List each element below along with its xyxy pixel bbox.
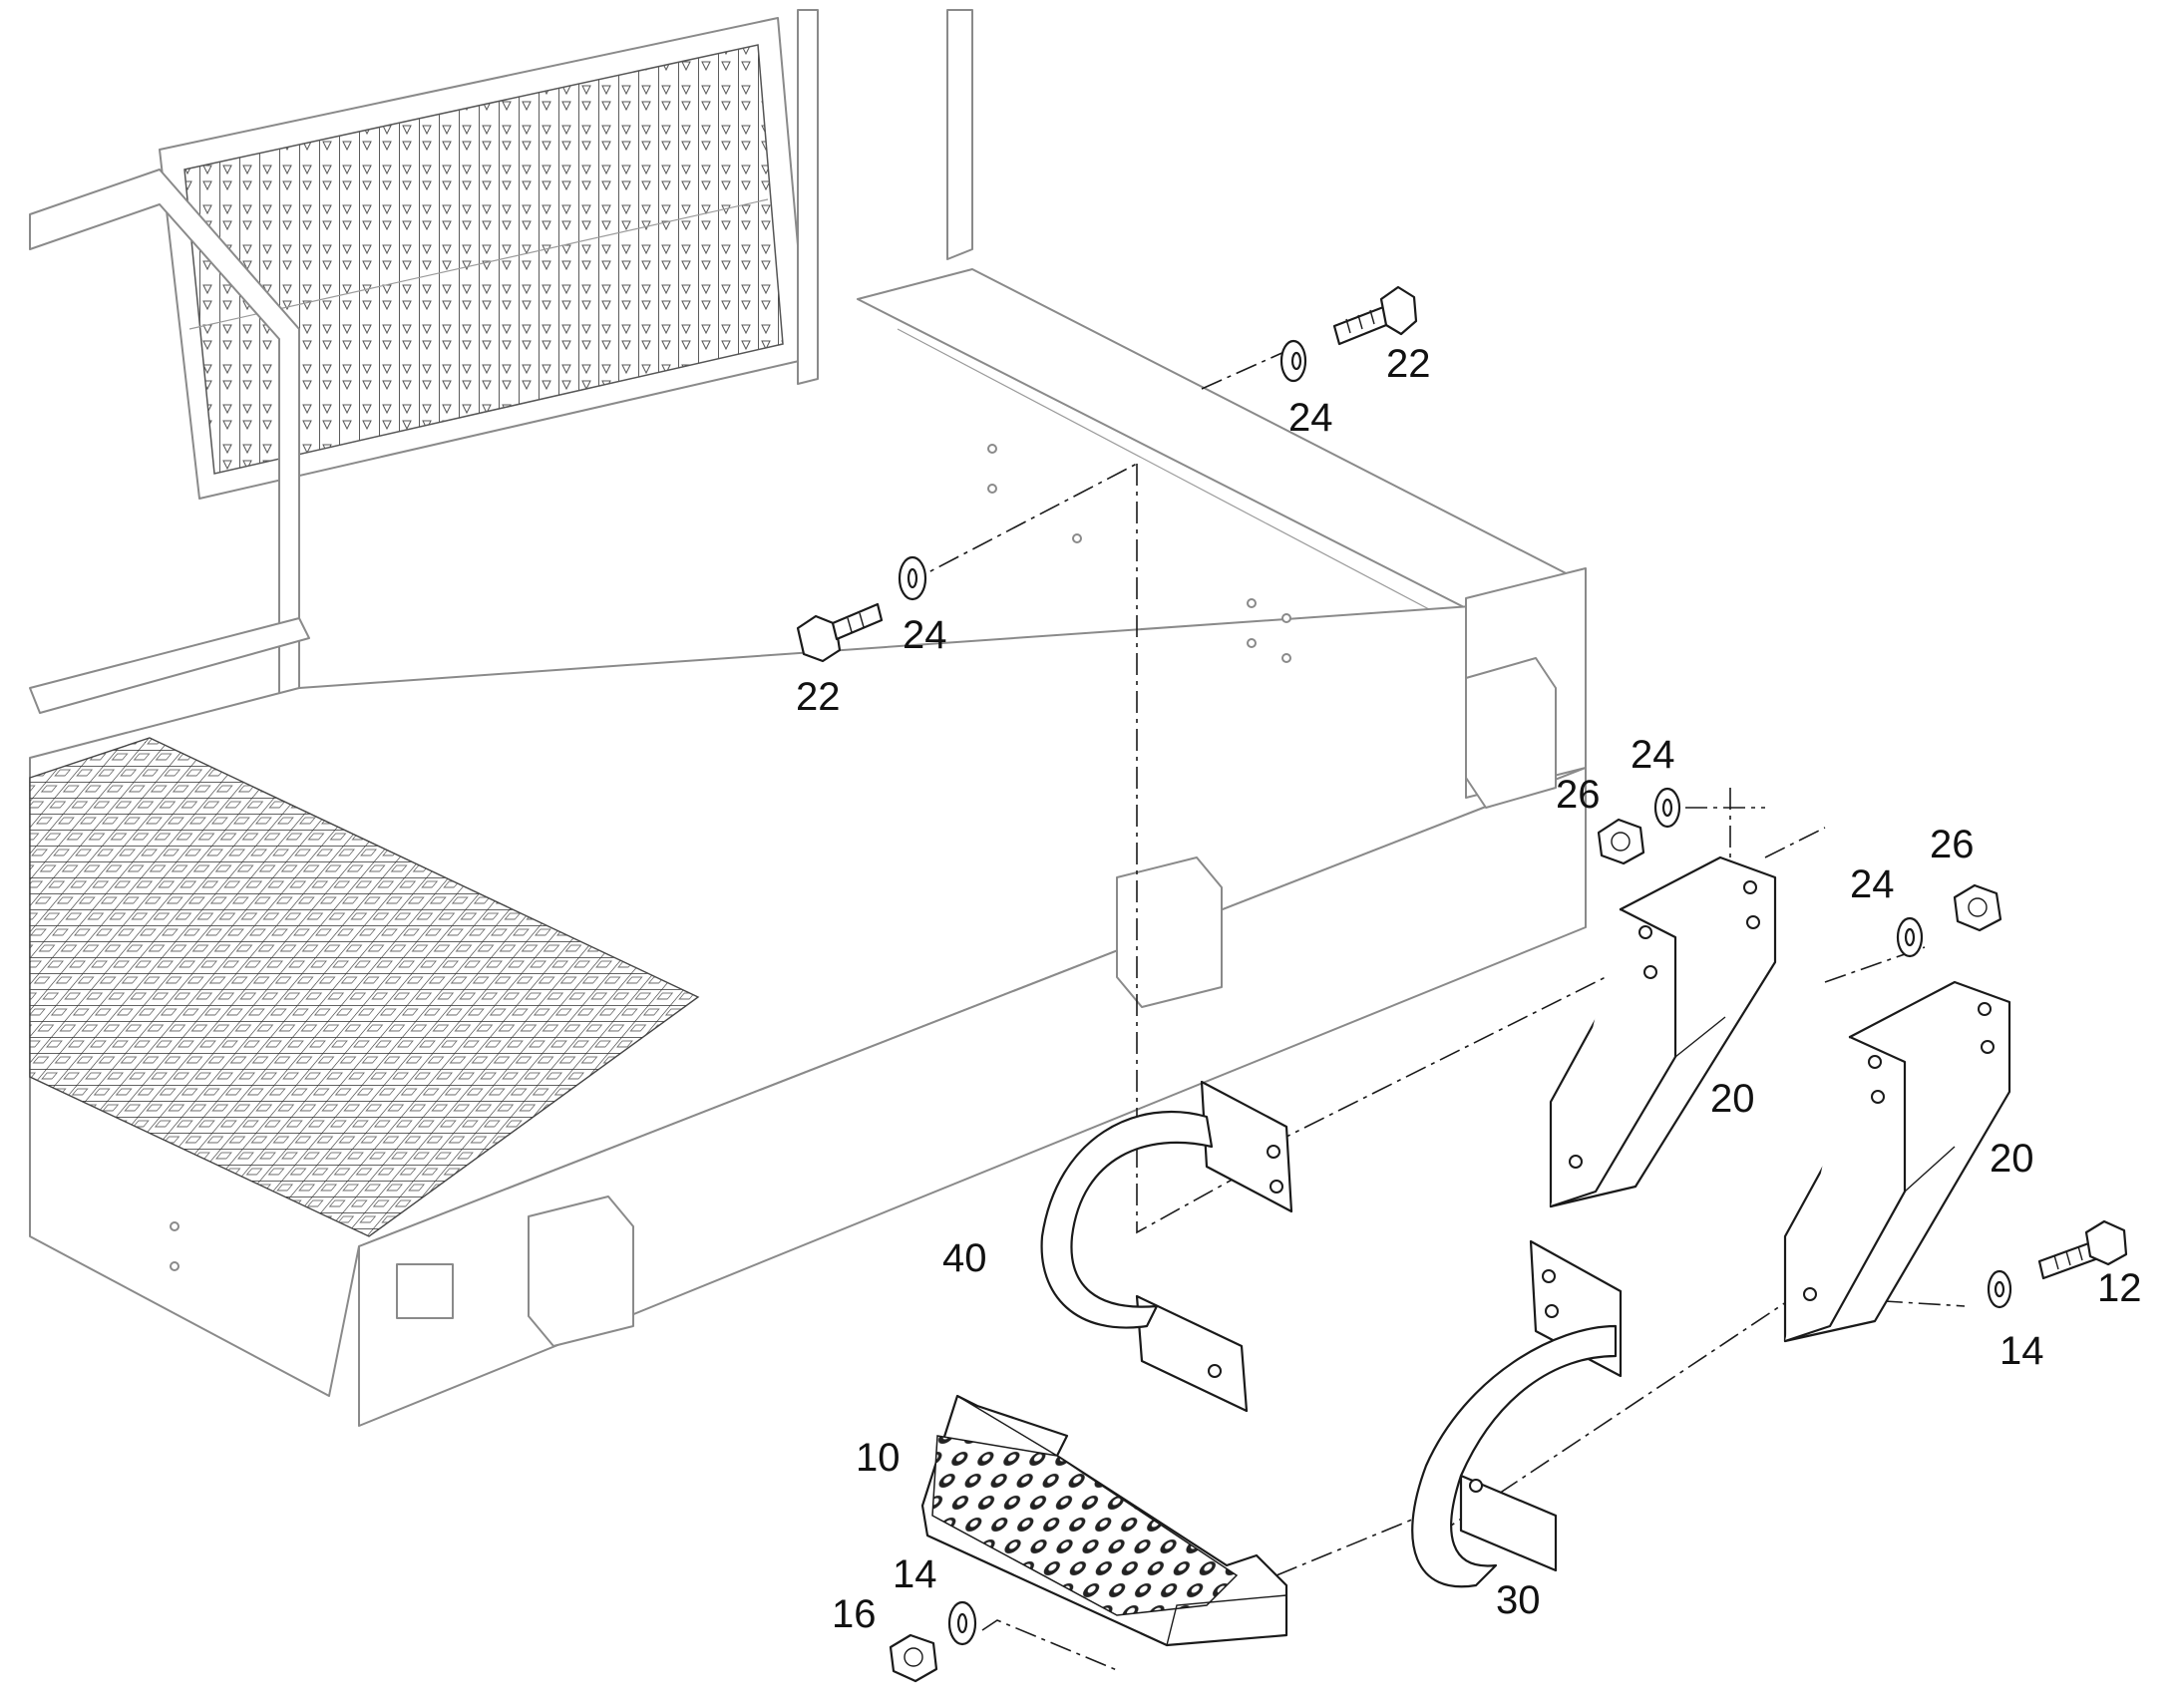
washer-24-mid xyxy=(898,555,927,601)
washer-14-step xyxy=(947,1600,977,1646)
platform-assembly xyxy=(29,9,1587,1427)
handle-40 xyxy=(1040,1080,1293,1413)
label-nut-26-right: 26 xyxy=(1930,823,1975,866)
label-washer-24-top: 24 xyxy=(1288,396,1333,440)
label-washer-24-mid: 24 xyxy=(903,613,947,657)
callout-labels: 22 24 22 24 24 26 24 26 20 20 40 30 10 1… xyxy=(796,342,2142,1636)
handle-30 xyxy=(1411,1239,1623,1588)
nut-16 xyxy=(889,1633,938,1683)
label-bracket-20-lower: 20 xyxy=(1990,1137,2034,1181)
bolt-22-mid xyxy=(796,602,884,663)
bolt-12 xyxy=(2037,1219,2128,1280)
label-nut-16: 16 xyxy=(832,1592,877,1636)
label-washer-14-right: 14 xyxy=(1999,1329,2044,1373)
step-10 xyxy=(920,1394,1288,1647)
bracket-20-upper xyxy=(1549,855,1777,1208)
washer-24-top xyxy=(1279,339,1307,383)
label-handle-30: 30 xyxy=(1496,1578,1541,1622)
label-step-10: 10 xyxy=(856,1436,901,1480)
label-washer-24-bracket-left: 24 xyxy=(1631,733,1675,777)
label-bolt-22-top: 22 xyxy=(1386,342,1431,386)
label-washer-14-step: 14 xyxy=(893,1552,937,1596)
label-handle-40: 40 xyxy=(942,1236,987,1280)
washer-24-bracket-right xyxy=(1896,916,1924,958)
nut-26-left xyxy=(1597,818,1645,865)
washer-14-right xyxy=(1987,1269,2012,1309)
label-washer-24-bracket-right: 24 xyxy=(1850,862,1895,906)
label-nut-26-left: 26 xyxy=(1556,773,1601,817)
label-bolt-22-mid: 22 xyxy=(796,675,841,719)
bolt-22-top xyxy=(1332,285,1418,346)
nut-26-right xyxy=(1953,883,2002,932)
bracket-20-lower xyxy=(1783,980,2011,1343)
washer-24-bracket-left xyxy=(1653,787,1681,829)
label-bolt-12: 12 xyxy=(2097,1266,2142,1310)
label-bracket-20-upper: 20 xyxy=(1710,1077,1755,1121)
